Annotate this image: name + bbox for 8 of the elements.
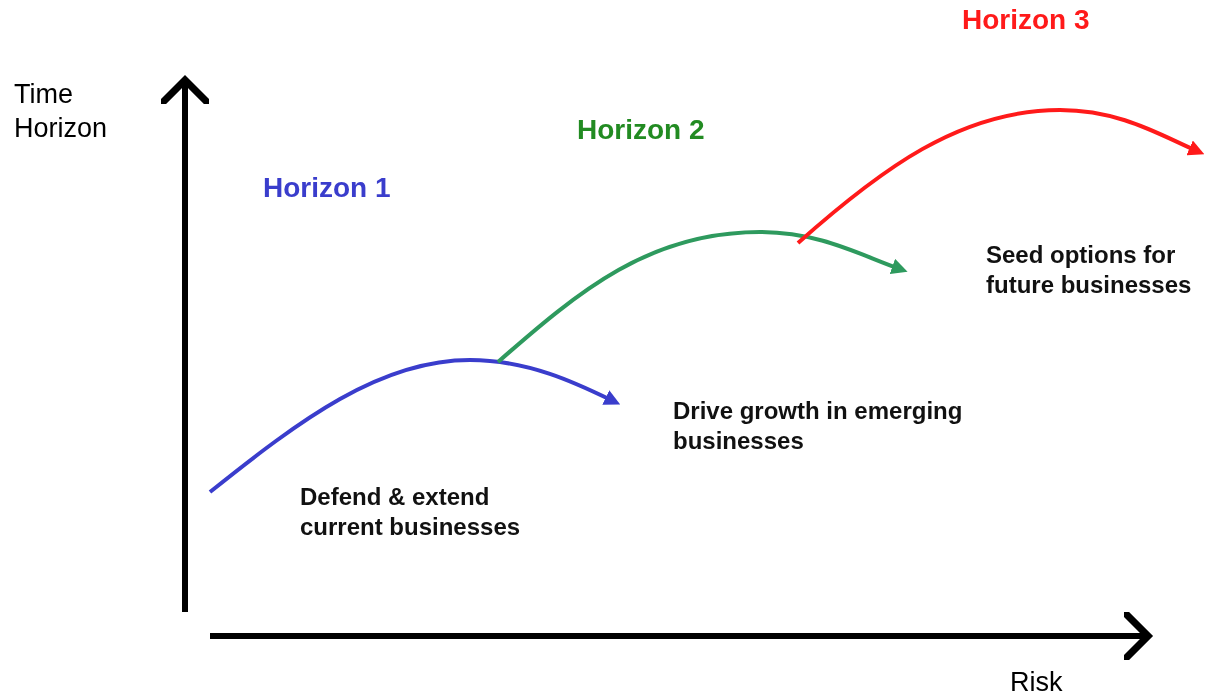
- axis-label: Time Horizon: [14, 78, 109, 145]
- horizon-label: Horizon 3: [962, 3, 1091, 37]
- horizon-label: Horizon 1: [263, 171, 392, 205]
- description-text: Defend & extend current businesses: [300, 482, 522, 542]
- description-text: Seed options for future businesses: [986, 240, 1193, 300]
- horizon-label: Horizon 2: [577, 113, 706, 147]
- axis-label: Risk: [1010, 666, 1064, 698]
- description-text: Drive growth in emerging businesses: [673, 396, 964, 456]
